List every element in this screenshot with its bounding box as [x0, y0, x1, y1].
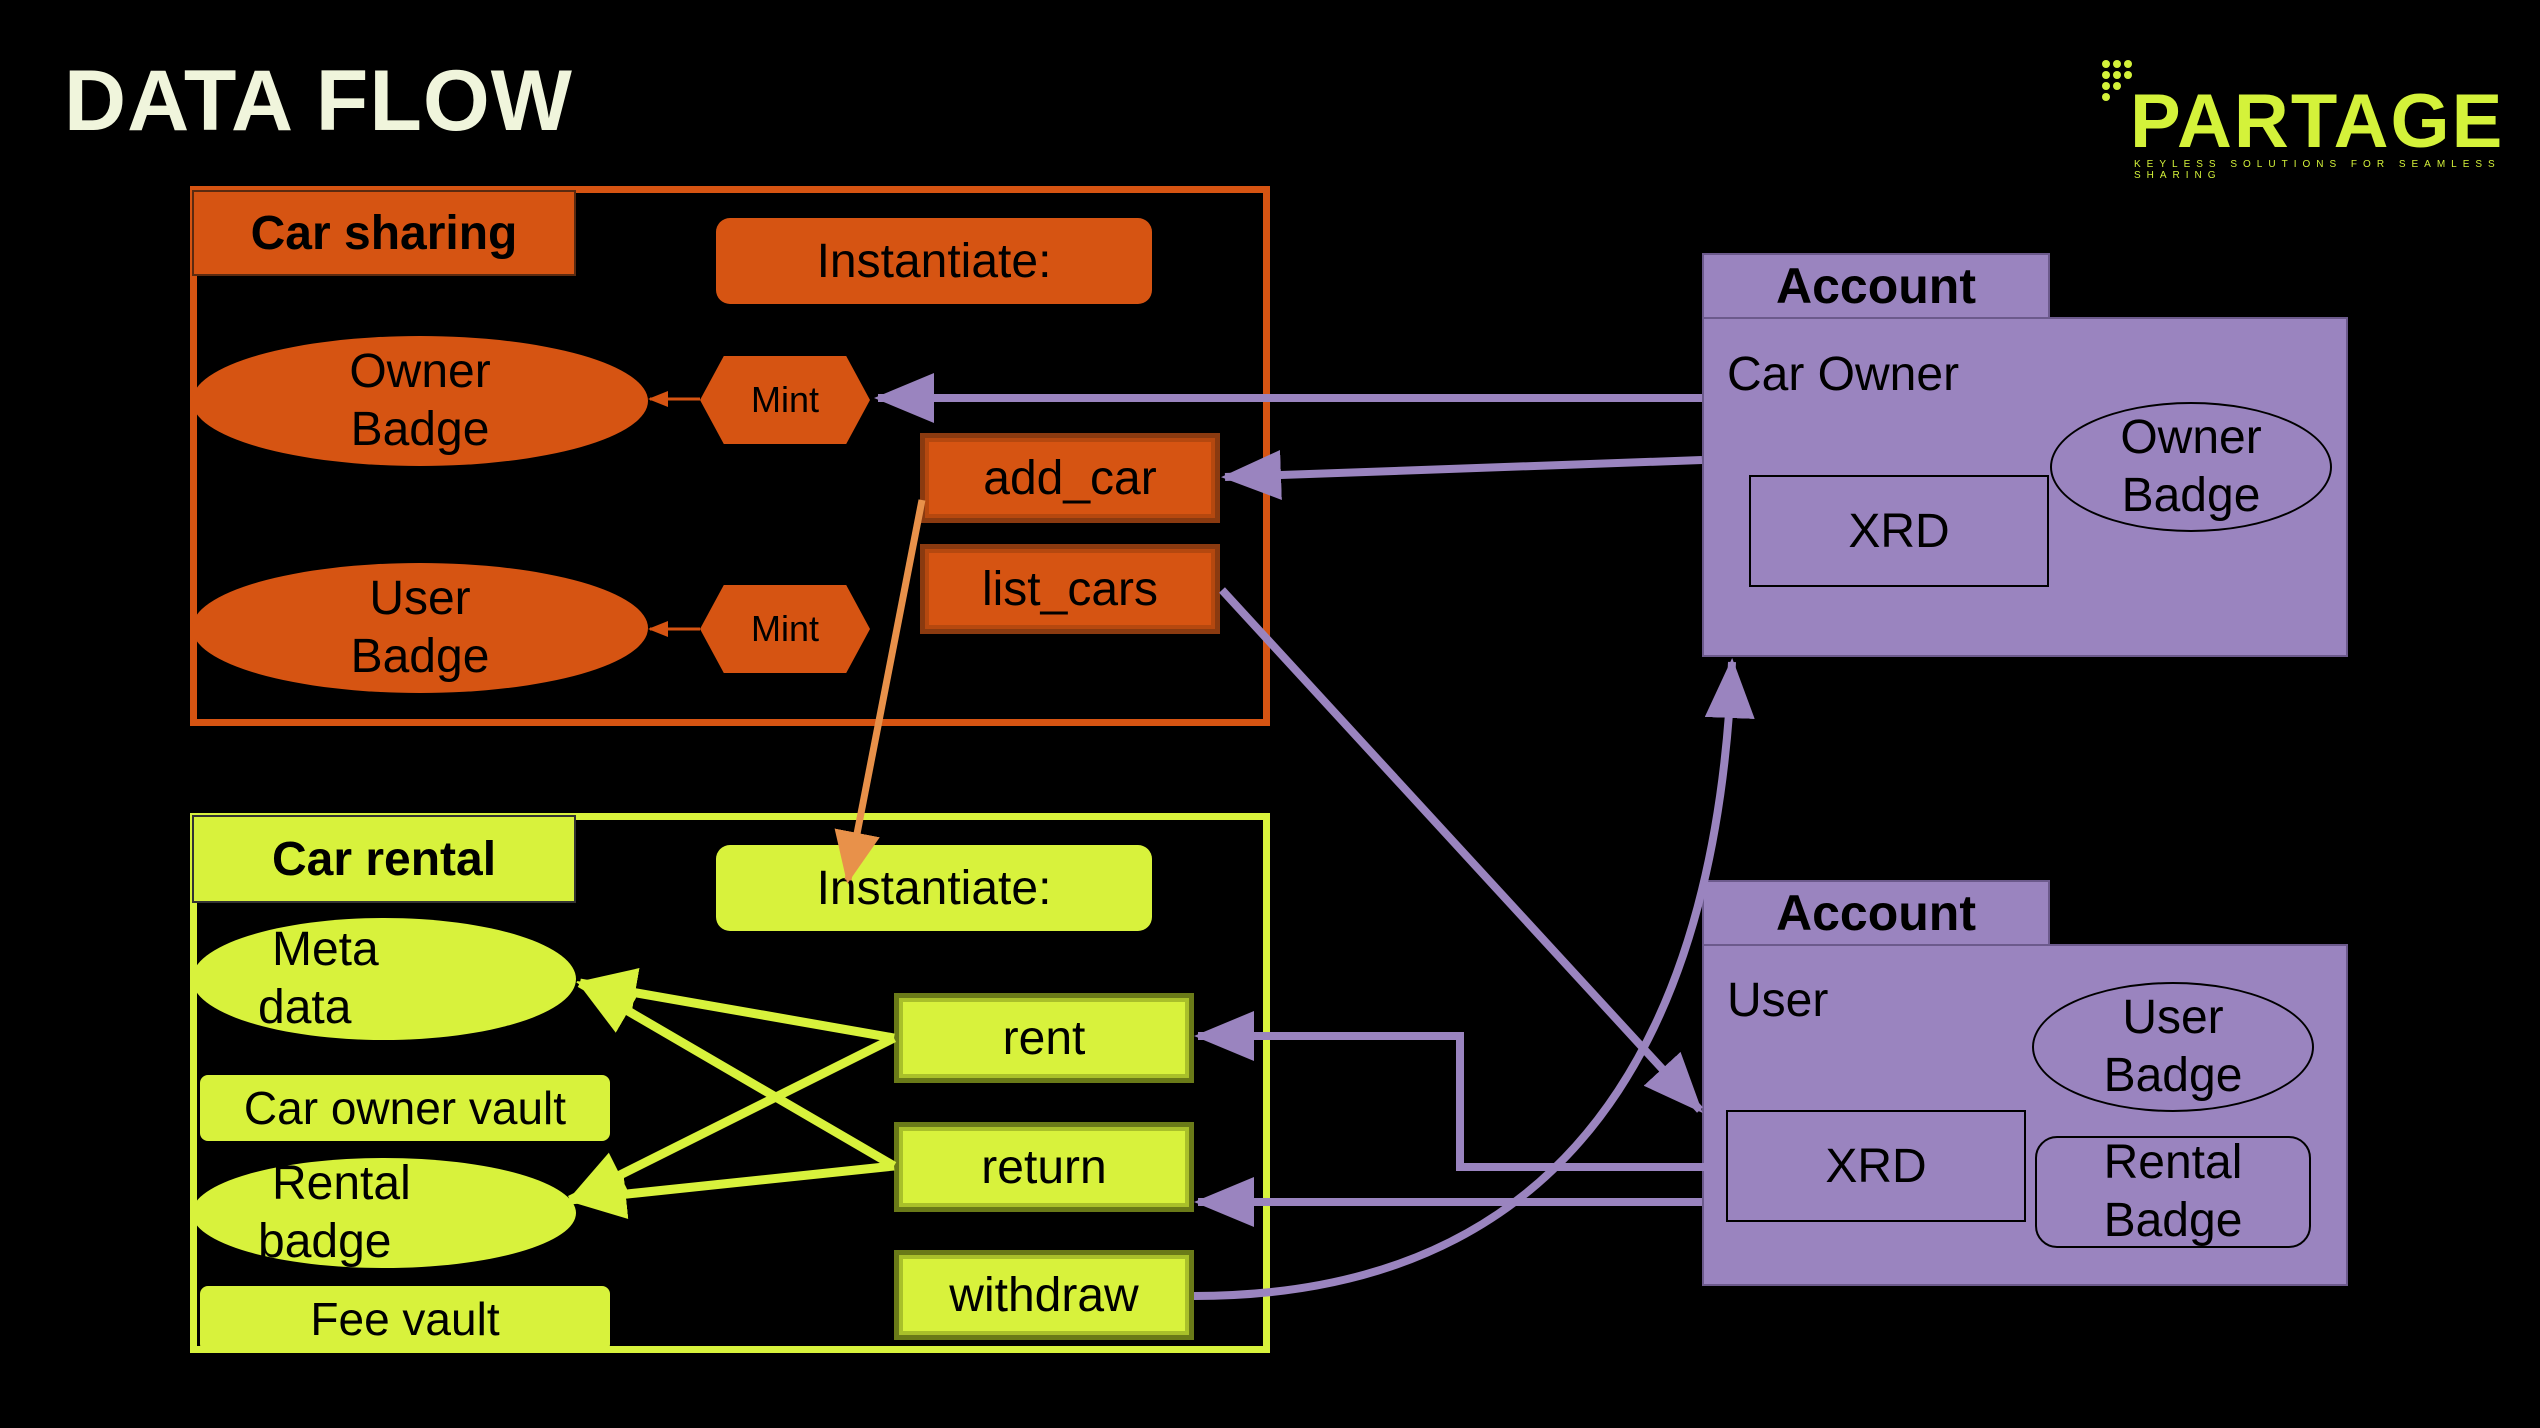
user-account-badge-line2: Badge [2103, 1049, 2243, 1102]
owner-xrd: XRD [1749, 475, 2049, 587]
arrow-addcar-to-instantiate [834, 499, 926, 884]
withdraw-method: withdraw [894, 1250, 1194, 1340]
user-rental-badge-line2: Badge [2103, 1194, 2243, 1247]
add-car-method: add_car [920, 433, 1220, 523]
mint-owner-node: Mint [700, 356, 870, 444]
logo-name: PARTAGE [2130, 79, 2505, 164]
user-badge-line2: Badge [350, 630, 490, 683]
owner-account-badge-line2: Badge [2121, 469, 2261, 522]
arrow-withdraw-to-owner [1193, 658, 1755, 1300]
meta-data-line1: Meta [272, 923, 379, 976]
rental-badge-line1: Rental [272, 1157, 411, 1210]
user-xrd: XRD [1726, 1110, 2026, 1222]
page-title: DATA FLOW [64, 53, 573, 149]
owner-account-badge-line1: Owner [2120, 411, 2262, 464]
meta-data-line2: data [258, 981, 352, 1034]
car-rental-label: Car rental [192, 815, 576, 903]
car-sharing-instantiate: Instantiate: [716, 218, 1152, 304]
car-owner-vault: Car owner vault [200, 1075, 610, 1141]
return-method: return [894, 1122, 1194, 1212]
arrow-rent-to-rentalbadge [566, 1033, 897, 1205]
car-rental-frame [190, 813, 1270, 1353]
owner-account-tab: Account [1702, 253, 2050, 319]
user-badge-line1: User [369, 572, 471, 625]
car-sharing-label: Car sharing [192, 190, 576, 276]
owner-account-role: Car Owner [1727, 348, 1960, 401]
arrow-return-to-rentalbadge [566, 1161, 895, 1220]
arrow-user-to-rent [1194, 1011, 1726, 1171]
rental-badge-line2: badge [258, 1215, 392, 1268]
fee-vault: Fee vault [200, 1286, 610, 1352]
logo-tagline: KEYLESS SOLUTIONS FOR SEAMLESS SHARING [2134, 159, 2501, 181]
rent-method: rent [894, 993, 1194, 1083]
owner-badge-line2: Badge [350, 403, 490, 456]
arrow-return-to-meta [576, 979, 897, 1170]
mint-user-node: Mint [700, 585, 870, 673]
arrow-owner-to-addcar [1221, 450, 1703, 500]
owner-badge-line1: Owner [349, 345, 491, 398]
user-account-role: User [1727, 974, 1829, 1027]
arrow-listcars-to-user [1219, 587, 1703, 1113]
logo-dots-icon [2102, 60, 2132, 101]
list-cars-method: list_cars [920, 544, 1220, 634]
car-rental-instantiate: Instantiate: [716, 845, 1152, 931]
user-account-badge-line1: User [2122, 991, 2224, 1044]
user-rental-badge-line1: Rental [2103, 1136, 2243, 1189]
